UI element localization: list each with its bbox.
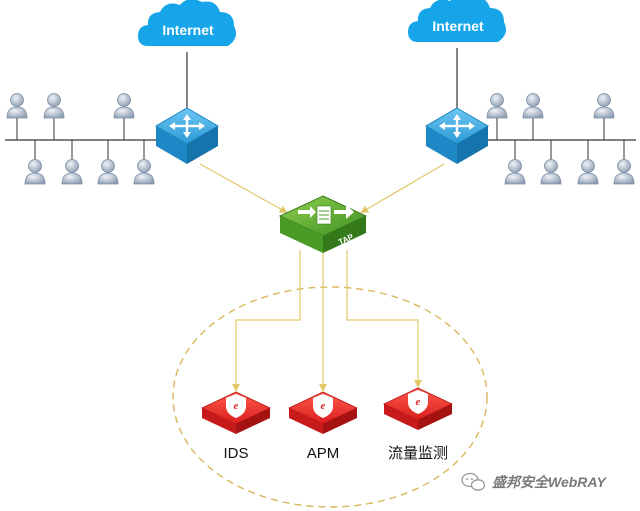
user-icon bbox=[61, 159, 83, 185]
user-icon bbox=[504, 159, 526, 185]
user-icon bbox=[593, 93, 615, 119]
security-appliance-icon bbox=[383, 387, 453, 431]
user-icon bbox=[43, 93, 65, 119]
user-icon bbox=[6, 93, 28, 119]
security-appliance-icon bbox=[288, 391, 358, 435]
monitoring-zone-ellipse bbox=[172, 286, 488, 508]
left-mirror-link bbox=[199, 163, 288, 213]
tool-icon-letter: e bbox=[321, 400, 326, 412]
left-lan bbox=[5, 117, 165, 163]
tap-output-links bbox=[232, 250, 422, 392]
user-icon bbox=[97, 159, 119, 185]
user-icon bbox=[24, 159, 46, 185]
tool-icon-letter: e bbox=[234, 400, 239, 412]
tool-label-ids: IDS bbox=[223, 445, 249, 462]
network-tap-icon bbox=[278, 195, 368, 253]
network-switch-icon bbox=[155, 107, 219, 165]
user-icon bbox=[613, 159, 635, 185]
user-icon bbox=[522, 93, 544, 119]
right-lan bbox=[478, 117, 636, 163]
internet-label-right: Internet bbox=[432, 18, 484, 34]
user-icon bbox=[133, 159, 155, 185]
watermark-text: 盛邦安全WebRAY bbox=[492, 474, 606, 490]
security-appliance-icon bbox=[201, 391, 271, 435]
internet-label-left: Internet bbox=[162, 22, 214, 38]
tool-icon-letter: e bbox=[416, 396, 421, 408]
tool-label-apm: APM bbox=[306, 445, 340, 462]
wechat-icon bbox=[461, 472, 486, 491]
right-mirror-link bbox=[360, 163, 445, 214]
user-icon bbox=[113, 93, 135, 119]
user-icon bbox=[540, 159, 562, 185]
user-icon bbox=[486, 93, 508, 119]
network-switch-icon bbox=[425, 107, 489, 165]
user-icon bbox=[577, 159, 599, 185]
tool-label-traffic-monitor: 流量监测 bbox=[387, 445, 448, 462]
